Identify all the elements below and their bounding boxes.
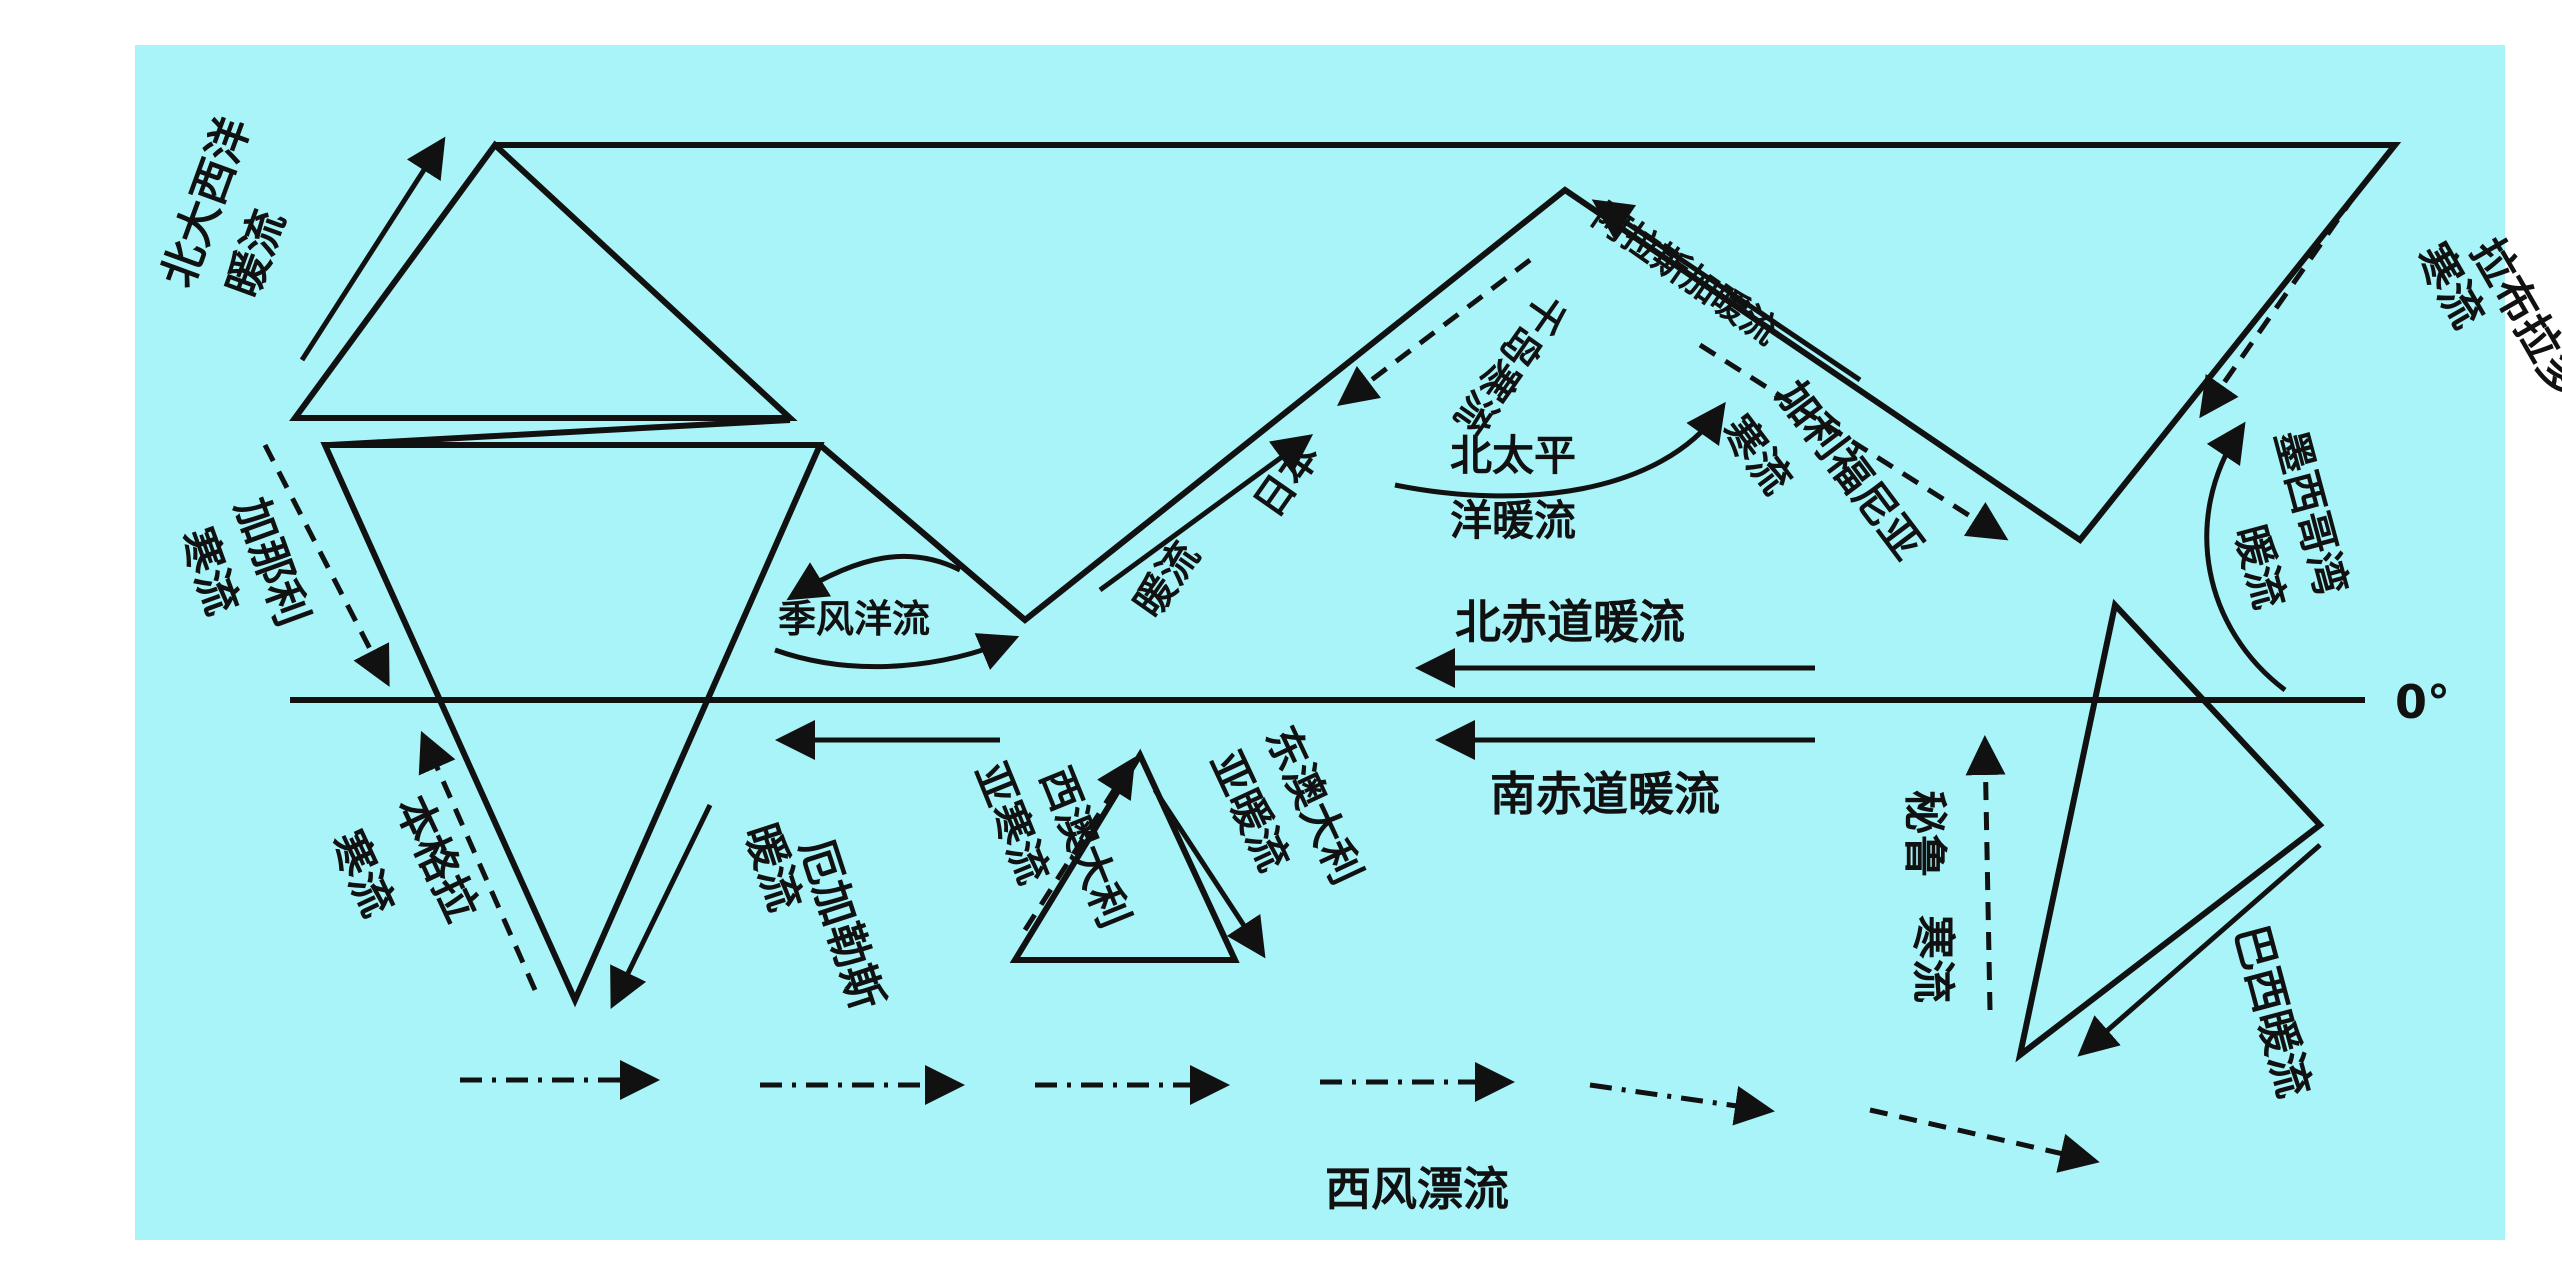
agulhas-arrow: [610, 803, 713, 1009]
north-pacific-label-1: 北太平: [1450, 431, 1576, 480]
africa-triangle: [320, 442, 825, 1008]
kuroshio-arrow: [1098, 434, 1314, 593]
arabia-outline: [818, 442, 1027, 623]
monsoon-label: 季风洋流: [778, 597, 930, 641]
west-wind-drift-label: 西风漂流: [1325, 1162, 1509, 1216]
peru-label-1: 秘鲁: [1899, 790, 1950, 878]
north-pacific-label-2: 洋暖流: [1450, 496, 1576, 545]
canary-arrow: [262, 443, 390, 687]
australia-triangle: [1009, 748, 1240, 963]
west-australia-arrow: [1022, 756, 1136, 932]
monsoon-arrow-lower: [774, 633, 1020, 670]
east-australia-arrow: [1152, 788, 1266, 959]
south-america-triangle: [2015, 598, 2325, 1063]
peru-label-2: 寒流: [1907, 915, 1958, 1003]
continent-outlines: [289, 140, 2402, 1063]
west-wind-arrow-5: [1589, 1082, 1775, 1126]
alaska-arrow: [1591, 199, 1862, 383]
west-wind-arrow-6: [1869, 1107, 2100, 1173]
north-atlantic-arrow: [299, 136, 446, 362]
oyashio-arrow: [1337, 258, 1532, 407]
monsoon-arrow-upper: [786, 553, 962, 601]
benguela-arrow: [418, 730, 538, 992]
europe-triangle: [289, 140, 798, 421]
equator-label: 0°: [2395, 675, 2450, 729]
current-arrows: [262, 136, 2358, 1173]
brazil-arrow: [2077, 843, 2322, 1057]
peru-arrow: [1965, 735, 2006, 1011]
labrador-arrow: [2199, 193, 2358, 419]
north-pacific-arrow: [1394, 401, 1726, 499]
north-equatorial-label: 北赤道暖流: [1455, 595, 1685, 649]
gulf-arrow: [2204, 421, 2287, 692]
south-equatorial-label: 南赤道暖流: [1490, 767, 1720, 821]
